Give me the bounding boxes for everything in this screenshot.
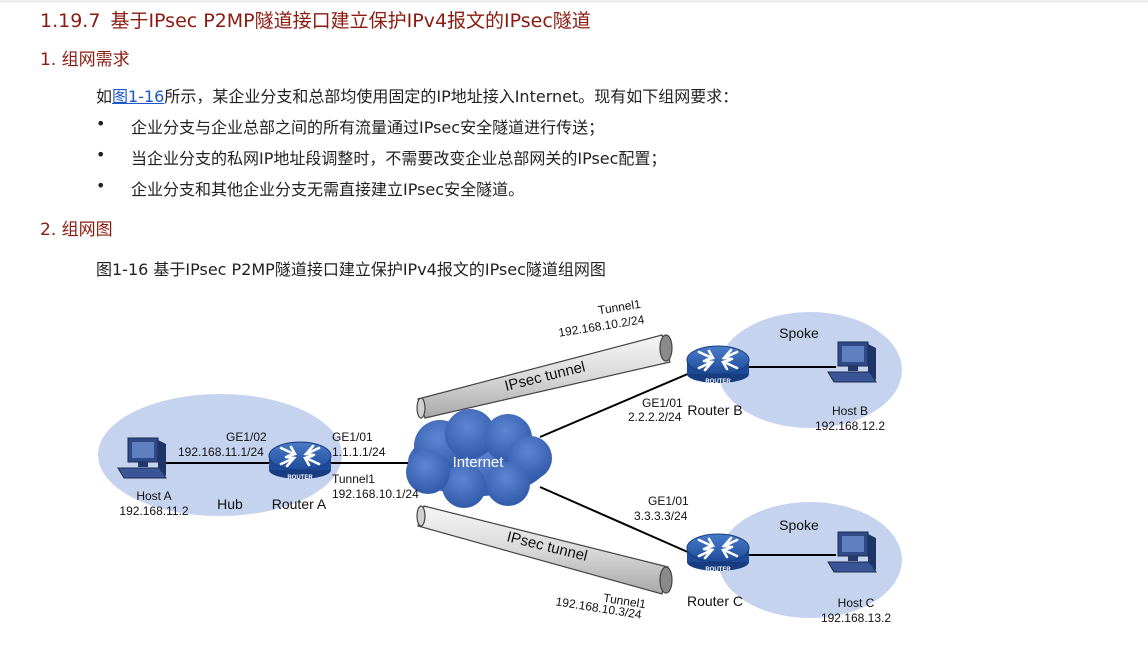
hub-lan-if: GE1/02 (226, 430, 267, 444)
internet-cloud: Internet (406, 409, 552, 508)
list-item-text: 当企业分支的私网IP地址段调整时，不需要改变企业总部网关的IPsec配置； (131, 149, 667, 168)
spoke-c-zone (718, 502, 902, 618)
ipsec-tunnel-b-tube (416, 334, 673, 419)
internet-label: Internet (453, 454, 505, 471)
spoke-b-zone-label: Spoke (779, 325, 819, 341)
router-c-badge: ROUTER (705, 567, 731, 573)
router-b: ROUTER (685, 344, 751, 385)
list-item: • 当企业分支的私网IP地址段调整时，不需要改变企业总部网关的IPsec配置； (96, 145, 666, 176)
links (160, 366, 836, 556)
intro-prefix: 如 (96, 87, 113, 106)
router-a-badge: ROUTER (287, 475, 313, 481)
host-c-ip: 192.168.13.2 (821, 611, 891, 625)
requirements-list: • 企业分支与企业总部之间的所有流量通过IPsec安全隧道进行传送； • 当企业分支… (96, 114, 666, 207)
intro-suffix: 所示，某企业分支和总部均使用固定的IP地址接入Internet。现有如下组网要求… (164, 87, 739, 106)
spoke-c-zone-label: Spoke (779, 517, 819, 533)
list-item-text: 企业分支与企业总部之间的所有流量通过IPsec安全隧道进行传送； (131, 118, 605, 137)
spoke-b-zone (718, 312, 902, 428)
host-b-ip: 192.168.12.2 (815, 419, 885, 433)
spoke-b-wan-if: GE1/01 (642, 396, 683, 410)
bullet-dot: • (96, 114, 106, 133)
section-title: 1.19.7 基于IPsec P2MP隧道接口建立保护IPv4报文的IPsec隧道 (40, 6, 591, 33)
host-a-name: Host A (136, 489, 171, 503)
router-b-badge: ROUTER (705, 379, 731, 385)
hub-zone (98, 394, 342, 516)
host-a-ip: 192.168.11.2 (119, 504, 189, 518)
spoke-c-wan-if: GE1/01 (648, 494, 689, 508)
top-divider (0, 0, 1148, 3)
host-c-name: Host C (838, 596, 875, 610)
spoke-c-wan-ip: 3.3.3.3/24 (634, 509, 688, 523)
figure-caption: 图1-16 基于IPsec P2MP隧道接口建立保护IPv4报文的IPsec隧道… (96, 260, 606, 279)
spoke-c-tunnel-if: Tunnel1 (602, 591, 647, 612)
spoke-b-wan-ip: 2.2.2.2/24 (628, 410, 682, 424)
bullet-dot: • (96, 176, 106, 195)
section-title-text: 基于IPsec P2MP隧道接口建立保护IPv4报文的IPsec隧道 (110, 10, 591, 32)
hub-tunnel-ip: 192.168.10.1/24 (332, 487, 419, 501)
router-a: ROUTER (267, 440, 333, 481)
list-item: • 企业分支和其他企业分支无需直接建立IPsec安全隧道。 (96, 176, 666, 207)
requirements-intro: 如图1-16所示，某企业分支和总部均使用固定的IP地址接入Internet。现有… (96, 83, 738, 107)
figure-link[interactable]: 图1-16 (112, 87, 165, 106)
bullet-dot: • (96, 145, 106, 164)
router-c-name: Router C (687, 593, 743, 609)
router-c: ROUTER (685, 532, 751, 573)
hub-wan-ip: 1.1.1.1/24 (332, 445, 386, 459)
router-a-name: Router A (272, 496, 327, 512)
requirements-heading: 1. 组网需求 (40, 50, 130, 70)
list-item-text: 企业分支和其他企业分支无需直接建立IPsec安全隧道。 (131, 180, 525, 199)
host-b-name: Host B (832, 404, 868, 418)
hub-zone-label: Hub (217, 496, 243, 512)
ipsec-tunnel-c-tube (416, 505, 673, 595)
topology-heading: 2. 组网图 (40, 220, 113, 240)
spoke-b-tunnel-if: Tunnel1 (597, 297, 642, 318)
hub-tunnel-if: Tunnel1 (332, 472, 375, 486)
router-b-name: Router B (687, 402, 742, 418)
section-number: 1.19.7 (40, 10, 101, 32)
hub-wan-if: GE1/01 (332, 430, 373, 444)
list-item: • 企业分支与企业总部之间的所有流量通过IPsec安全隧道进行传送； (96, 114, 666, 145)
hub-lan-ip: 192.168.11.1/24 (178, 445, 264, 459)
